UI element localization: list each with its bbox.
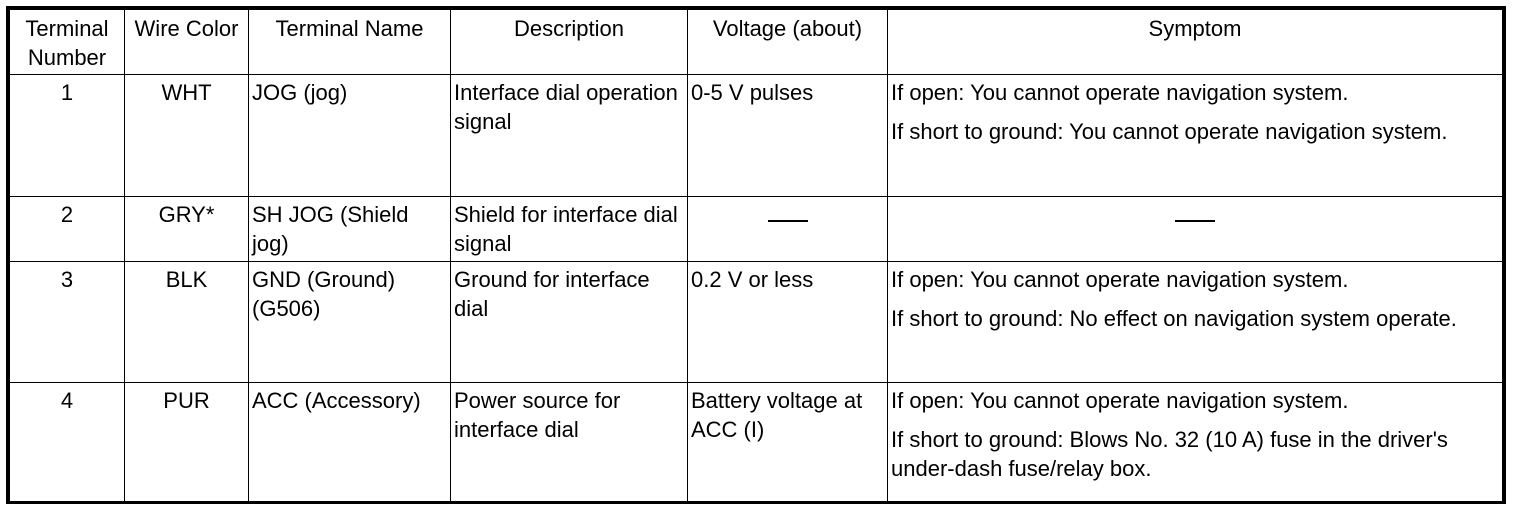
symptom-short-text: If short to ground: You cannot operate n… bbox=[891, 119, 1448, 144]
terminal-number-cell: 3 bbox=[9, 261, 125, 383]
header-terminal-number: Terminal Number bbox=[9, 9, 125, 75]
terminal-name-cell: SH JOG (Shield jog) bbox=[248, 196, 451, 262]
table-row: 4 PUR ACC (Accessory) Power source for i… bbox=[9, 382, 1503, 503]
table-row: 3 BLK GND (Ground) (G506) Ground for int… bbox=[9, 261, 1503, 383]
wire-color-cell: BLK bbox=[124, 261, 249, 383]
description-cell: Power source for interface dial bbox=[450, 382, 688, 503]
wire-color-cell: WHT bbox=[124, 74, 249, 197]
description-cell: Interface dial operation signal bbox=[450, 74, 688, 197]
terminal-number-cell: 4 bbox=[9, 382, 125, 503]
symptom-cell: If open: You cannot operate navigation s… bbox=[887, 382, 1503, 503]
header-description: Description bbox=[450, 9, 688, 75]
not-applicable-dash bbox=[767, 220, 808, 222]
symptom-cell: If open: You cannot operate navigation s… bbox=[887, 261, 1503, 383]
terminal-name-cell: JOG (jog) bbox=[248, 74, 451, 197]
table-header-row: Terminal Number Wire Color Terminal Name… bbox=[9, 9, 1503, 75]
header-wire-color: Wire Color bbox=[124, 9, 249, 75]
symptom-short-text: If short to ground: No effect on navigat… bbox=[891, 306, 1457, 331]
voltage-cell: — bbox=[687, 196, 888, 262]
table-row: 2 GRY* SH JOG (Shield jog) Shield for in… bbox=[9, 196, 1503, 262]
terminal-table-frame: Terminal Number Wire Color Terminal Name… bbox=[6, 6, 1506, 504]
symptom-open-text: If open: You cannot operate navigation s… bbox=[891, 267, 1349, 292]
symptom-cell: If open: You cannot operate navigation s… bbox=[887, 74, 1503, 197]
header-voltage: Voltage (about) bbox=[687, 9, 888, 75]
terminal-table: Terminal Number Wire Color Terminal Name… bbox=[9, 9, 1503, 503]
terminal-number-cell: 1 bbox=[9, 74, 125, 197]
terminal-name-cell: GND (Ground) (G506) bbox=[248, 261, 451, 383]
symptom-open-text: If open: You cannot operate navigation s… bbox=[891, 80, 1349, 105]
voltage-cell: 0.2 V or less bbox=[687, 261, 888, 383]
header-symptom: Symptom bbox=[887, 9, 1503, 75]
wire-color-cell: GRY* bbox=[124, 196, 249, 262]
description-cell: Ground for interface dial bbox=[450, 261, 688, 383]
terminal-name-cell: ACC (Accessory) bbox=[248, 382, 451, 503]
symptom-open-text: If open: You cannot operate navigation s… bbox=[891, 388, 1349, 413]
table-row: 1 WHT JOG (jog) Interface dial operation… bbox=[9, 74, 1503, 197]
symptom-short-text: If short to ground: Blows No. 32 (10 A) … bbox=[891, 427, 1448, 481]
voltage-cell: 0-5 V pulses bbox=[687, 74, 888, 197]
terminal-number-cell: 2 bbox=[9, 196, 125, 262]
header-terminal-name: Terminal Name bbox=[248, 9, 451, 75]
wire-color-cell: PUR bbox=[124, 382, 249, 503]
voltage-cell: Battery voltage at ACC (I) bbox=[687, 382, 888, 503]
symptom-cell: — bbox=[887, 196, 1503, 262]
not-applicable-dash bbox=[1175, 220, 1215, 222]
description-cell: Shield for interface dial signal bbox=[450, 196, 688, 262]
